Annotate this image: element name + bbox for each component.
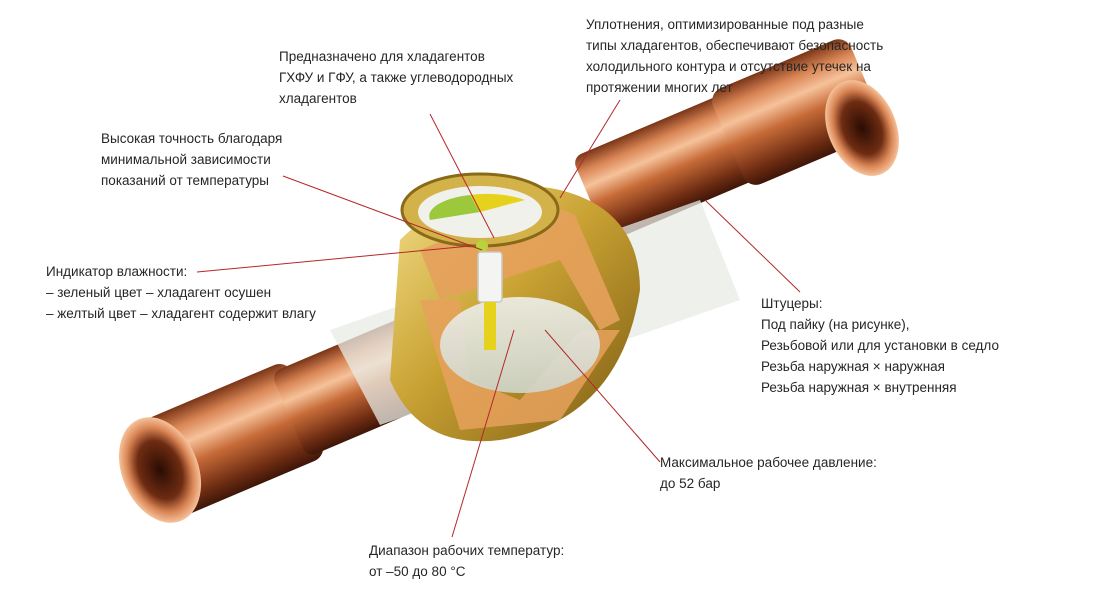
- left-pipe-opening: [118, 417, 202, 523]
- indicator-green-segment: [429, 195, 480, 220]
- callout-seals: Уплотнения, оптимизированные под разные …: [586, 14, 883, 98]
- callout-refrigerants-line-3: хладагентов: [279, 91, 357, 106]
- callout-temperature-line-1: Диапазон рабочих температур:: [369, 543, 565, 558]
- leader-lines: [196, 99, 801, 538]
- callout-refrigerants-line-1: Предназначено для хладагентов: [279, 49, 485, 64]
- right-copper-fitting: [575, 39, 899, 240]
- callout-seals-line-4: протяжении многих лет: [586, 80, 733, 95]
- callout-moisture-line-1: Индикатор влажности:: [46, 264, 188, 279]
- callout-fittings-line-1: Штуцеры:: [761, 296, 823, 311]
- indicator-yellow-segment: [470, 193, 525, 212]
- callout-temperature: Диапазон рабочих температур: от –50 до 8…: [369, 540, 564, 582]
- callout-moisture-line-3: – желтый цвет – хладагент содержит влагу: [46, 306, 316, 321]
- leader-temperature: [451, 329, 515, 538]
- leader-seals: [559, 99, 621, 199]
- callout-moisture-line-2: – зеленый цвет – хладагент осушен: [46, 285, 272, 300]
- brass-housing: [390, 185, 640, 442]
- inner-chamber: [440, 297, 600, 393]
- callout-refrigerants: Предназначено для хладагентов ГХФУ и ГФУ…: [279, 46, 513, 109]
- leader-refrigerants: [429, 113, 495, 239]
- callout-pressure-line-2: до 52 бар: [660, 476, 721, 491]
- callout-accuracy-line-2: минимальной зависимости: [101, 152, 271, 167]
- callout-fittings-line-3: Резьбовой или для установки в седло: [761, 338, 999, 353]
- callout-seals-line-2: типы хладагентов, обеспечивают безопасно…: [586, 38, 884, 53]
- leader-moisture: [196, 245, 471, 273]
- callout-pressure: Максимальное рабочее давление: до 52 бар: [660, 452, 877, 494]
- right-pipe-opening: [825, 80, 899, 176]
- leader-fittings: [704, 199, 801, 293]
- leader-pressure: [544, 329, 661, 463]
- callout-refrigerants-line-2: ГХФУ и ГФУ, а также углеводородных: [279, 70, 514, 85]
- callout-accuracy-line-1: Высокая точность благодаря: [101, 131, 283, 146]
- callout-accuracy: Высокая точность благодаря минимальной з…: [101, 128, 282, 191]
- callout-accuracy-line-3: показаний от температуры: [101, 173, 270, 188]
- callout-pressure-line-1: Максимальное рабочее давление:: [660, 455, 877, 470]
- callout-fittings: Штуцеры: Под пайку (на рисунке), Резьбов…: [761, 293, 999, 398]
- leader-accuracy: [282, 175, 483, 251]
- moisture-indicator-element: [477, 251, 503, 350]
- callout-seals-line-3: холодильного контура и отсутствие утечек…: [586, 59, 871, 74]
- callout-seals-line-1: Уплотнения, оптимизированные под разные: [586, 17, 864, 32]
- callout-temperature-line-2: от –50 до 80 °С: [369, 564, 466, 579]
- callout-fittings-line-5: Резьба наружная × внутренняя: [761, 380, 957, 395]
- callout-fittings-line-4: Резьба наружная × наружная: [761, 359, 945, 374]
- callout-fittings-line-2: Под пайку (на рисунке),: [761, 317, 910, 332]
- callout-moisture: Индикатор влажности: – зеленый цвет – хл…: [46, 261, 316, 324]
